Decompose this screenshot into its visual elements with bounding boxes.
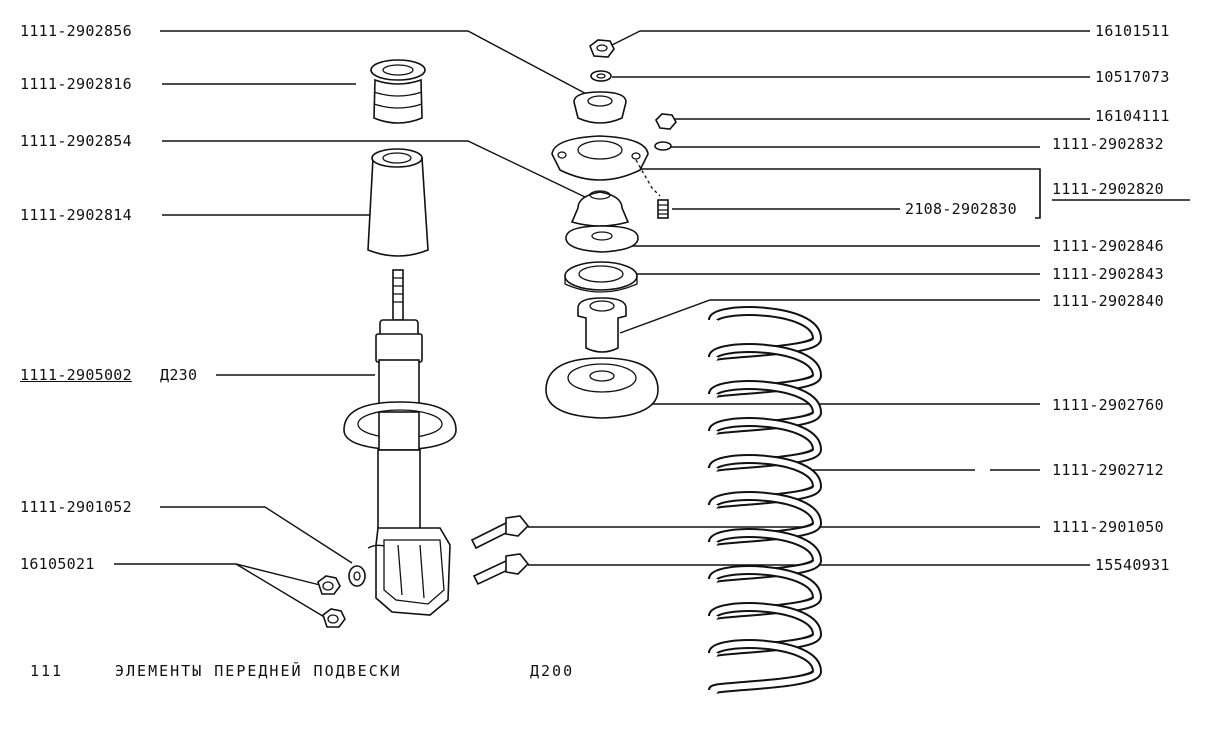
label-1111-2901052: 1111-2901052	[20, 498, 132, 516]
leader-lines-left	[114, 30, 595, 619]
label-16101511: 16101511	[1095, 22, 1170, 40]
spring-coil-inner	[710, 641, 821, 693]
label-1111-2902854: 1111-2902854	[20, 132, 132, 150]
label-1111-2902820: 1111-2902820	[1052, 180, 1164, 198]
spring-coil-inner	[710, 493, 821, 545]
label-1111-2902832: 1111-2902832	[1052, 135, 1164, 153]
leader-16105021-a	[114, 563, 321, 586]
spring-coil-inner	[710, 567, 821, 619]
page-number: 111	[30, 662, 64, 680]
leader-2902854	[162, 140, 586, 198]
spring-coil-inner	[710, 382, 821, 434]
leader-16105021-b	[235, 563, 327, 619]
spring-coil-inner	[710, 456, 821, 508]
label-1111-2902814: 1111-2902814	[20, 206, 132, 224]
label-1111-2902760: 1111-2902760	[1052, 396, 1164, 414]
spring-coil-inner	[710, 419, 821, 471]
label-1111-2902840: 1111-2902840	[1052, 292, 1164, 310]
label-d230: Д230	[160, 366, 198, 384]
leader-16101511	[609, 30, 1090, 47]
spring-coil-inner	[710, 530, 821, 582]
strut-assembly	[343, 269, 457, 616]
label-10517073: 10517073	[1095, 68, 1170, 86]
label-1111-2902843: 1111-2902843	[1052, 265, 1164, 283]
spring-coil-inner	[710, 604, 821, 656]
spring-coil-inner	[710, 308, 821, 360]
label-16104111: 16104111	[1095, 107, 1170, 125]
label-1111-2905002: 1111-2905002	[20, 366, 132, 384]
washer-and-nuts	[317, 565, 366, 628]
dust-cover	[367, 148, 429, 257]
leader-2902856	[160, 30, 595, 99]
top-mount-stack	[545, 39, 677, 419]
bolts	[470, 515, 530, 586]
footer-code: Д200	[530, 662, 575, 680]
coil-spring	[708, 306, 823, 695]
label-1111-2901050: 1111-2901050	[1052, 518, 1164, 536]
label-1111-2902856: 1111-2902856	[20, 22, 132, 40]
label-15540931: 15540931	[1095, 556, 1170, 574]
spring-coil-inner	[710, 345, 821, 397]
leader-2901052	[160, 506, 353, 564]
label-2108-2902830: 2108-2902830	[905, 200, 1017, 218]
label-1111-2902846: 1111-2902846	[1052, 237, 1164, 255]
leader-2902840	[619, 299, 1040, 334]
footer-title: ЭЛЕМЕНТЫ ПЕРЕДНЕЙ ПОДВЕСКИ	[115, 662, 402, 680]
label-1111-2902816: 1111-2902816	[20, 75, 132, 93]
bump-stop	[370, 59, 426, 124]
label-1111-2902712: 1111-2902712	[1052, 461, 1164, 479]
label-16105021: 16105021	[20, 555, 95, 573]
